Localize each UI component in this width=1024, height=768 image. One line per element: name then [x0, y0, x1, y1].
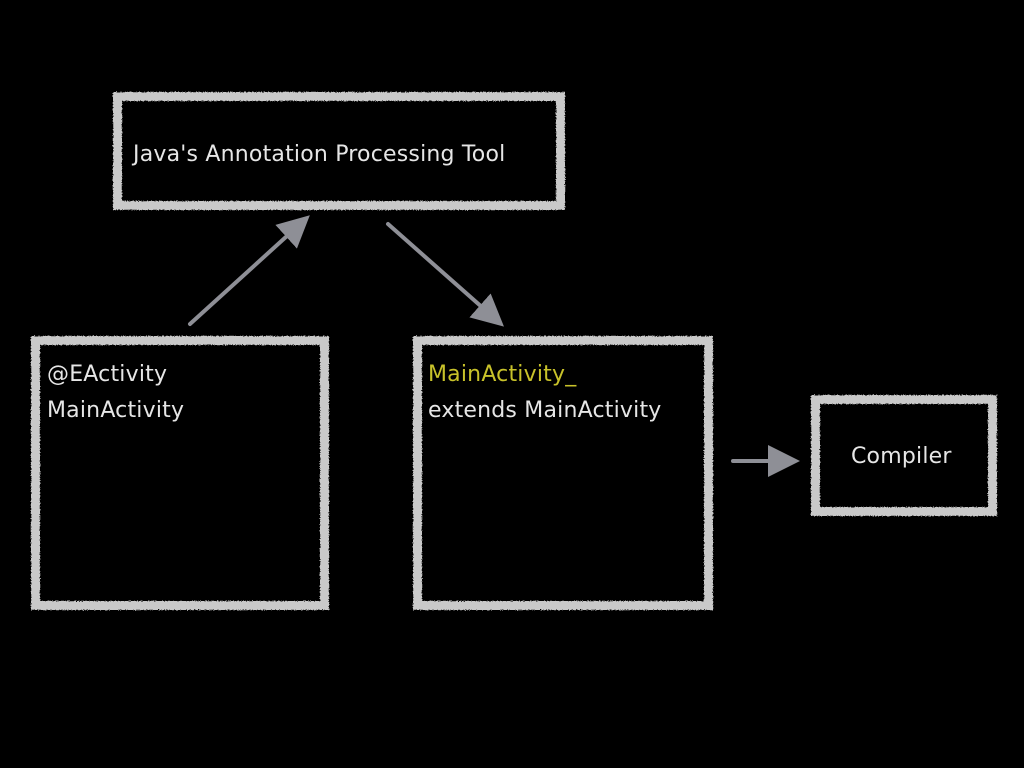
- generated-extends-label: extends MainActivity: [428, 398, 662, 423]
- compiler-label: Compiler: [851, 444, 952, 469]
- generated-node: [413, 336, 713, 610]
- compiler-node: [811, 395, 997, 516]
- edge-apt-to-generated: [386, 222, 504, 327]
- generated-class-label: MainActivity_: [428, 362, 577, 387]
- apt-label: Java's Annotation Processing Tool: [133, 142, 506, 167]
- source-annotation-label: @EActivity: [47, 362, 168, 387]
- apt-node: [113, 92, 565, 210]
- source-node: [31, 336, 329, 610]
- edge-source-to-apt: [188, 215, 310, 326]
- source-class-label: MainActivity: [47, 398, 185, 423]
